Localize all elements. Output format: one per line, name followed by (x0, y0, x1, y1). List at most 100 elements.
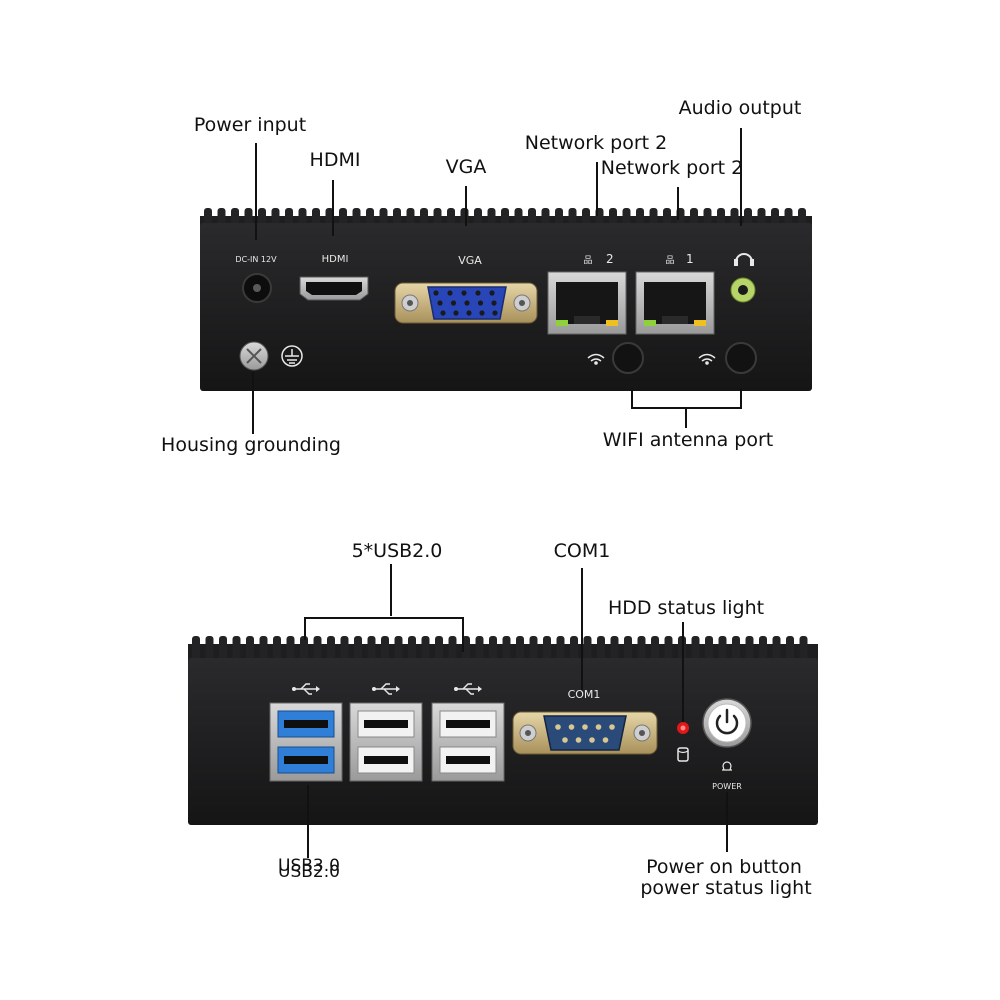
vga-pin (440, 310, 446, 316)
callout-vga: VGA (445, 156, 487, 178)
heatsink-fin (772, 636, 781, 664)
hdmi-port: HDMI (299, 254, 369, 301)
heatsink-fin (219, 636, 227, 664)
com1-printed-label: COM1 (568, 688, 601, 701)
heatsink-fin (786, 636, 794, 664)
heatsink-fin (732, 636, 740, 664)
com-pin (568, 724, 575, 730)
heatsink-fin (543, 636, 551, 664)
heatsink-fin (475, 636, 484, 664)
heatsink-fin (340, 636, 349, 664)
callout-power-input: Power input (193, 114, 307, 136)
vga-pin (464, 300, 470, 306)
heatsink-fin (759, 636, 767, 664)
heatsink-fin (354, 636, 362, 664)
svg-text:品: 品 (583, 255, 592, 266)
heatsink-fin (192, 636, 200, 664)
callout-audio-output: Audio output (678, 97, 802, 119)
heatsink-fins-bottom (188, 636, 818, 668)
lan1-printed-number: 1 (686, 252, 694, 266)
vga-pin (433, 290, 439, 296)
com-pin (595, 724, 602, 730)
heatsink-fin (408, 636, 416, 664)
heatsink-fin (529, 636, 538, 664)
vga-pin (491, 300, 497, 306)
vga-pin (475, 290, 481, 296)
heatsink-fin (246, 636, 254, 664)
callout-wifi-antenna-port: WIFI antenna port (602, 429, 774, 451)
heatsink-fin (273, 636, 281, 664)
com-pin (602, 737, 609, 743)
lan-port-2: 品 2 (547, 252, 627, 335)
power-button: POWER (702, 698, 752, 791)
usb2-stack-a (349, 702, 423, 782)
callout-hdmi: HDMI (309, 149, 361, 171)
com-pin (555, 724, 561, 730)
heatsink-fin (232, 636, 241, 664)
vga-pin (437, 300, 443, 306)
power-printed-label: POWER (712, 782, 742, 791)
heatsink-fin (664, 636, 673, 664)
heatsink-fin (570, 636, 578, 664)
callout-network-port-lower: Network port 2 (600, 157, 744, 179)
heatsink-fin (745, 636, 754, 664)
heatsink-fin (448, 636, 457, 664)
com-pin (562, 737, 568, 743)
callout-usb3: USB3.0 (278, 856, 340, 876)
heatsink-fin (489, 636, 497, 664)
heatsink-fin (705, 636, 713, 664)
heatsink-fin (205, 636, 214, 664)
heatsink-fin (624, 636, 632, 664)
vga-pin (453, 310, 459, 316)
usb-icon (372, 683, 400, 695)
heatsink-fin (313, 636, 322, 664)
heatsink-fin (435, 636, 443, 664)
callout-housing-grounding: Housing grounding (161, 434, 341, 456)
top-panel: DC-IN 12V HDMI VGA (200, 208, 812, 391)
com-pin (589, 737, 595, 743)
callout-power-button-line1: Power on button (646, 856, 802, 878)
hdd-led (677, 722, 689, 762)
vga-printed-label: VGA (458, 254, 482, 267)
callout-usb2: USB2.0 (278, 862, 340, 882)
vga-pin (479, 310, 485, 316)
heatsink-fin (583, 636, 592, 664)
usb2-stack-b (431, 702, 505, 782)
heatsink-fin (718, 636, 727, 664)
dc-in-jack: DC-IN 12V (235, 255, 277, 303)
lan-port-1: 品 1 (635, 252, 715, 335)
callout-network-port-upper: Network port 2 (524, 132, 668, 154)
com-pin (582, 724, 588, 730)
heatsink-fin (381, 636, 389, 664)
vga-pin (477, 300, 484, 306)
heatsink-fin (597, 636, 605, 664)
com-pin (609, 724, 615, 730)
heatsink-fin (394, 636, 403, 664)
hdmi-printed-label: HDMI (322, 254, 349, 265)
heatsink-fin (637, 636, 646, 664)
bottom-panel: COM1 (188, 636, 818, 825)
heatsink-fin (367, 636, 376, 664)
lan2-printed-number: 2 (606, 252, 614, 266)
ground-screw (239, 341, 303, 371)
callout-power-button-line2: power status light (640, 877, 812, 899)
heatsink-fin (259, 636, 268, 664)
vga-pin (447, 290, 453, 296)
usb-icon (454, 683, 482, 695)
vga-port: VGA (394, 254, 538, 324)
vga-pin (450, 300, 457, 306)
heatsink-fin (799, 636, 808, 664)
usb-symbols (292, 683, 482, 695)
usb3-stack (269, 702, 343, 782)
callout-hdd-status-light: HDD status light (607, 597, 765, 619)
heatsink-fin (421, 636, 430, 664)
leader-lines (252, 128, 742, 858)
vga-pin (466, 310, 472, 316)
heatsink-fin (502, 636, 511, 664)
dc-in-printed-label: DC-IN 12V (235, 255, 277, 264)
usb-icon (292, 683, 320, 695)
com1-port: COM1 (512, 688, 658, 755)
vga-pin (461, 290, 467, 296)
